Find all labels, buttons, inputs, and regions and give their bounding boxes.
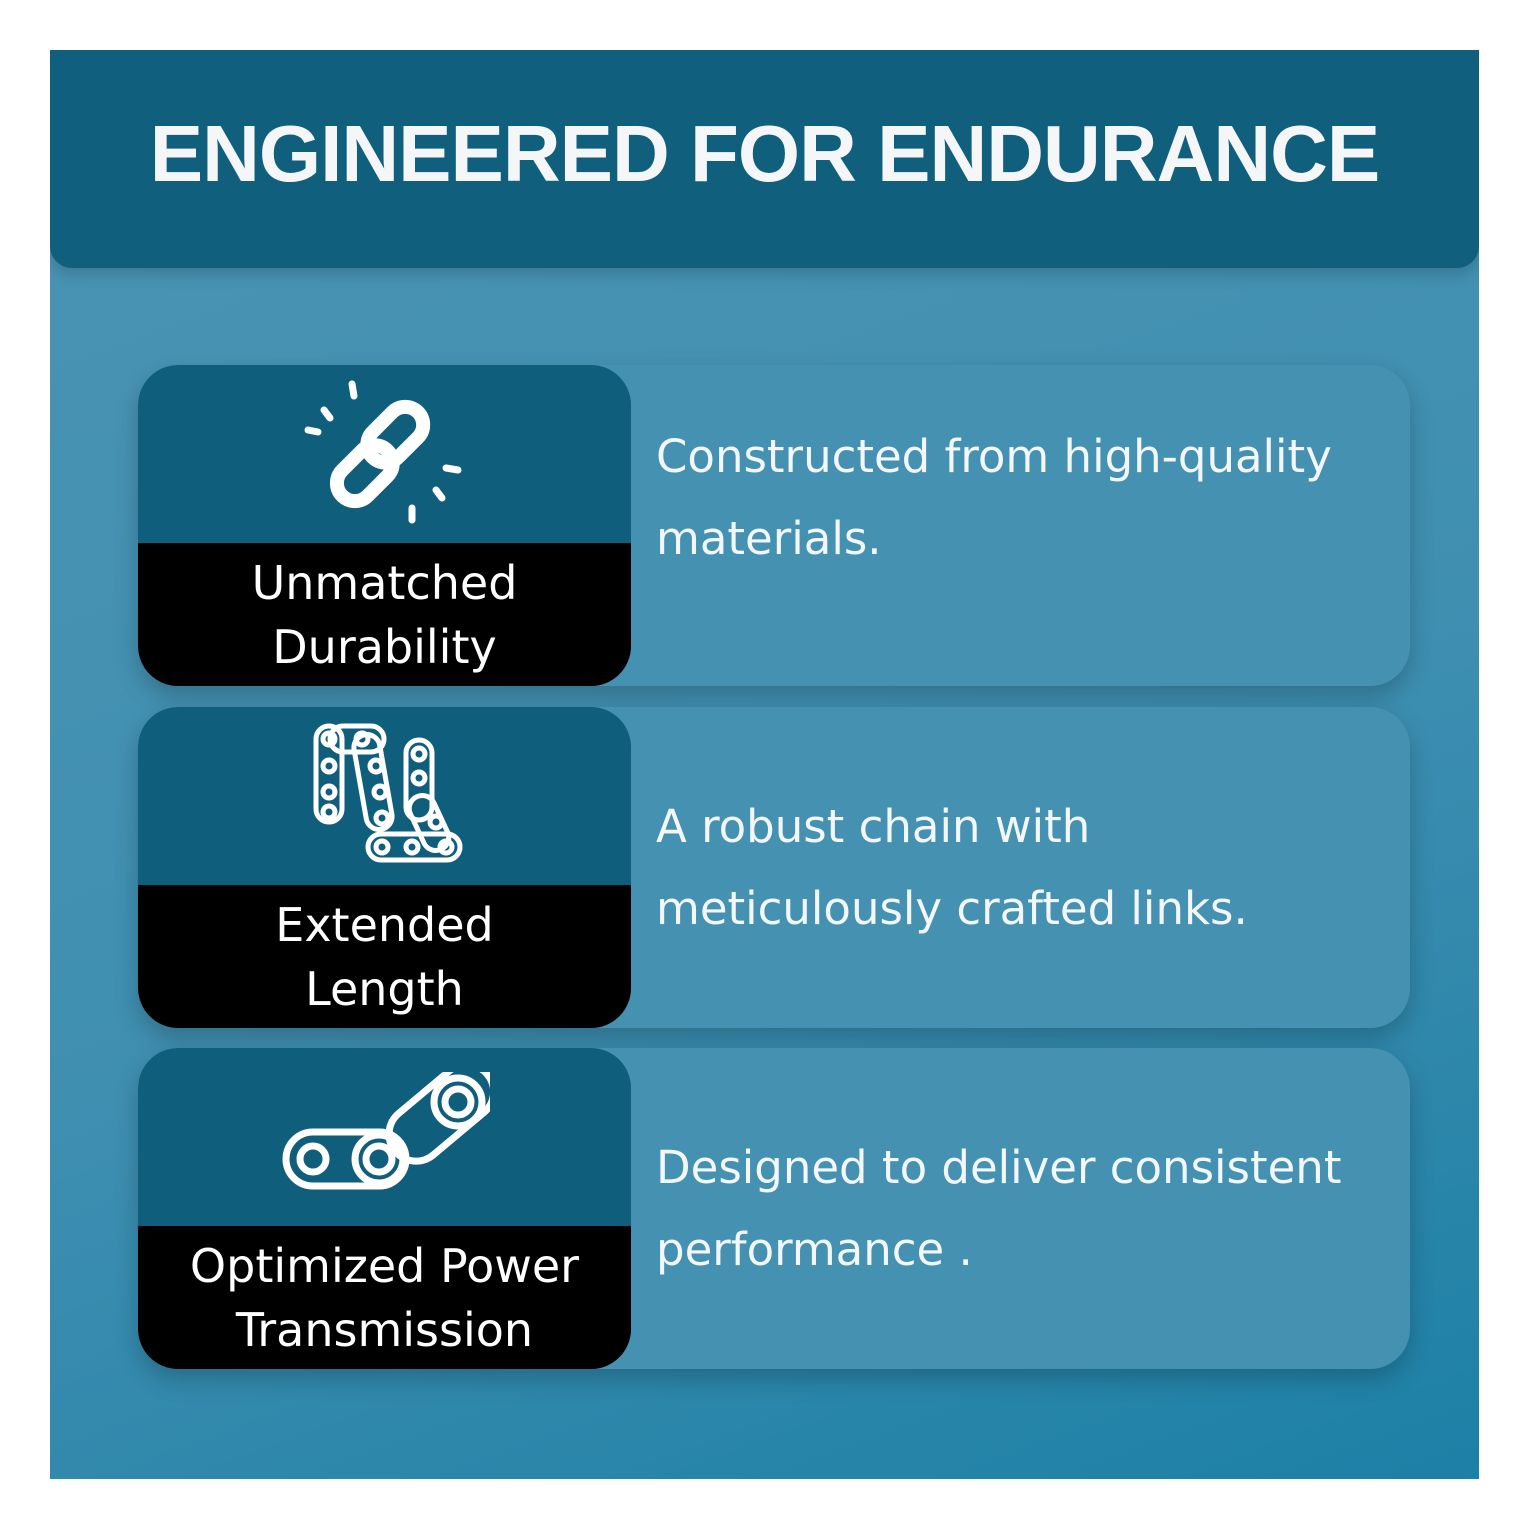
icon-area xyxy=(138,1048,631,1226)
feature-label: Unmatched Durability xyxy=(251,555,518,674)
feature-card-length: Extended Length A robust chain with meti… xyxy=(138,707,1410,1028)
icon-area xyxy=(138,707,631,885)
feature-label: Extended Length xyxy=(275,897,494,1016)
feature-description: Designed to deliver consistent performan… xyxy=(656,1140,1342,1276)
feature-label-box: Unmatched Durability xyxy=(138,543,631,686)
chain-link-icon xyxy=(282,1072,490,1190)
header-banner: ENGINEERED FOR ENDURANCE xyxy=(50,50,1479,268)
icon-area xyxy=(138,365,631,543)
page-title: ENGINEERED FOR ENDURANCE xyxy=(149,109,1380,198)
feature-label-box: Extended Length xyxy=(138,885,631,1028)
feature-description: A robust chain with meticulously crafted… xyxy=(656,799,1248,935)
feature-label: Optimized Power Transmission xyxy=(189,1238,580,1357)
feature-badge: Unmatched Durability xyxy=(138,365,631,686)
broken-link-icon xyxy=(304,380,461,524)
feature-description: Constructed from high-quality materials. xyxy=(656,430,1332,565)
feature-description-area: Constructed from high-quality materials. xyxy=(656,365,1376,686)
feature-card-power: Optimized Power Transmission Designed to… xyxy=(138,1048,1410,1369)
feature-label-box: Optimized Power Transmission xyxy=(138,1226,631,1369)
chain-icon xyxy=(313,723,462,863)
feature-badge: Extended Length xyxy=(138,707,631,1028)
feature-description-area: Designed to deliver consistent performan… xyxy=(656,1048,1376,1369)
infographic-panel: ENGINEERED FOR ENDURANCE xyxy=(50,50,1479,1479)
feature-badge: Optimized Power Transmission xyxy=(138,1048,631,1369)
feature-card-durability: Unmatched Durability Constructed from hi… xyxy=(138,365,1410,686)
feature-description-area: A robust chain with meticulously crafted… xyxy=(656,707,1376,1028)
